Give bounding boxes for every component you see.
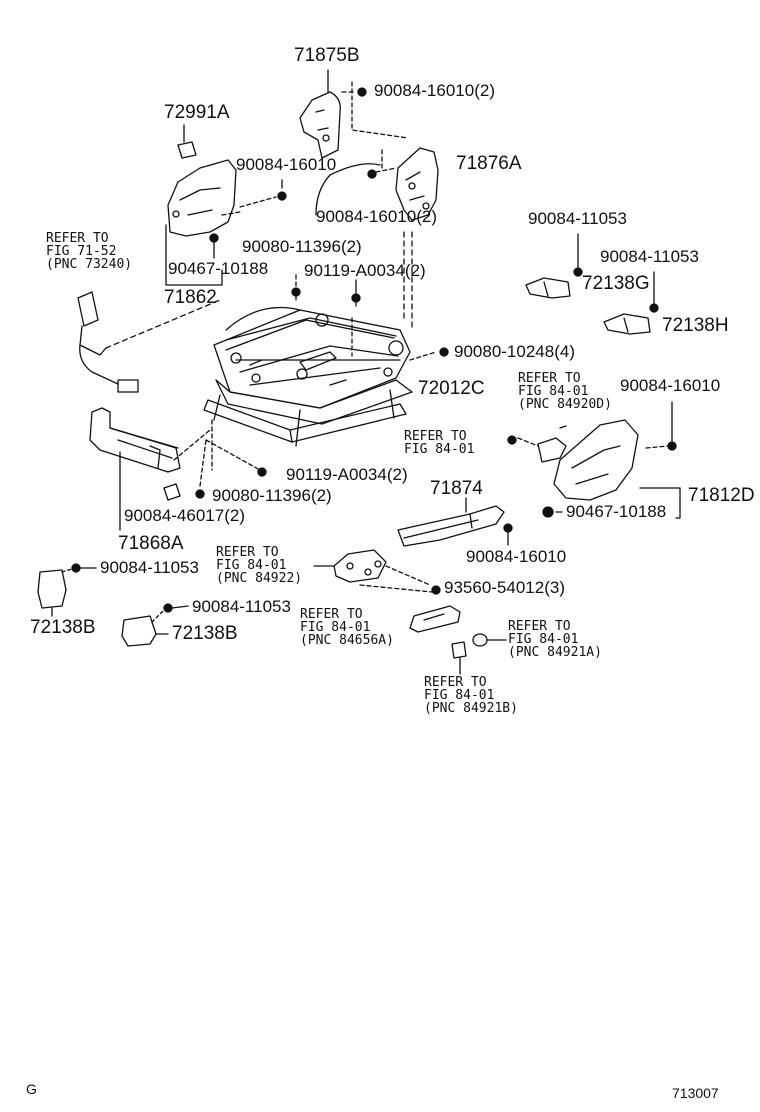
part-label-72012c: 72012C — [418, 378, 485, 399]
part-label-90084-11053-a: 90084-11053 — [528, 209, 627, 228]
part-label-71862: 71862 — [164, 287, 217, 308]
cap-72138g-drawing — [525, 277, 571, 299]
refer-note-pnc-84921b: REFER TO FIG 84-01 (PNC 84921B) — [424, 675, 518, 716]
part-label-90080-11396-2-a: 90080-11396(2) — [242, 237, 362, 256]
part-label-90084-16010-2-mid: 90084-16010(2) — [316, 207, 437, 226]
part-label-90119-a0034-2-a: 90119-A0034(2) — [304, 261, 426, 280]
part-label-71868a: 71868A — [118, 533, 184, 554]
part-label-90084-11053-c: 90084-11053 — [100, 558, 199, 577]
refer-note-pnc-84921a: REFER TO FIG 84-01 (PNC 84921A) — [508, 619, 602, 660]
part-label-90084-16010-a: 90084-16010 — [236, 155, 337, 174]
part-label-90084-16010-c: 90084-16010 — [466, 547, 567, 566]
part-label-90119-a0034-2-b: 90119-A0034(2) — [286, 465, 408, 484]
part-label-72138b-right: 72138B — [172, 623, 238, 644]
cap-72138b-right-drawing — [121, 615, 157, 647]
refer-note-pnc-84922: REFER TO FIG 84-01 (PNC 84922) — [216, 545, 303, 586]
part-label-72138g: 72138G — [582, 273, 650, 294]
footer-letter: G — [26, 1081, 37, 1097]
switch-84922-drawing — [333, 549, 387, 583]
cap-72138h-drawing — [603, 313, 651, 335]
part-label-90084-11053-b: 90084-11053 — [600, 247, 699, 266]
refer-note-pnc-73240: REFER TO FIG 71-52 (PNC 73240) — [46, 231, 133, 272]
part-label-90080-11396-2-b: 90080-11396(2) — [212, 486, 332, 505]
part-label-90467-10188-a: 90467-10188 — [168, 259, 269, 278]
part-label-90084-46017-2: 90084-46017(2) — [124, 506, 245, 525]
part-label-90084-11053-d: 90084-11053 — [192, 597, 291, 616]
part-label-90084-16010-2-top: 90084-16010(2) — [374, 81, 495, 100]
bracket-71876a-drawing — [395, 147, 439, 221]
cover-71874-drawing — [397, 505, 505, 547]
part-label-71876a: 71876A — [456, 153, 522, 174]
part-label-90084-16010-b: 90084-16010 — [620, 376, 721, 395]
bracket-71875b-drawing — [299, 69, 341, 159]
part-label-90467-10188-b: 90467-10188 — [566, 502, 667, 521]
part-label-90080-10248-4: 90080-10248(4) — [454, 342, 575, 361]
part-label-72991a: 72991A — [164, 102, 230, 123]
part-label-72138b-left: 72138B — [30, 617, 96, 638]
cap-72138b-left-drawing — [37, 569, 67, 609]
part-label-71812d: 71812D — [688, 485, 755, 506]
clip-72991a-drawing — [177, 124, 197, 159]
part-label-93560-54012-3: 93560-54012(3) — [444, 578, 565, 597]
illustration-number: 713007 — [672, 1085, 719, 1101]
part-label-72138h: 72138H — [662, 315, 729, 336]
knob-84656a-drawing — [409, 605, 461, 633]
part-label-71875b: 71875B — [294, 45, 360, 66]
knob-84921b-drawing — [451, 641, 467, 659]
refer-note-pnc-84920d: REFER TO FIG 84-01 (PNC 84920D) — [518, 371, 612, 412]
refer-note-fig-84-01: REFER TO FIG 84-01 — [404, 429, 475, 457]
part-label-71874: 71874 — [430, 478, 483, 499]
cover-71862-drawing — [167, 159, 241, 237]
knob-84921a-drawing — [472, 633, 488, 647]
refer-note-pnc-84656a: REFER TO FIG 84-01 (PNC 84656A) — [300, 607, 394, 648]
seat-frame-72012c-drawing — [203, 309, 413, 447]
seat-belt-buckle-drawing — [77, 291, 221, 393]
cover-71868a-drawing — [89, 407, 211, 473]
cover-71812d-drawing — [553, 419, 639, 501]
